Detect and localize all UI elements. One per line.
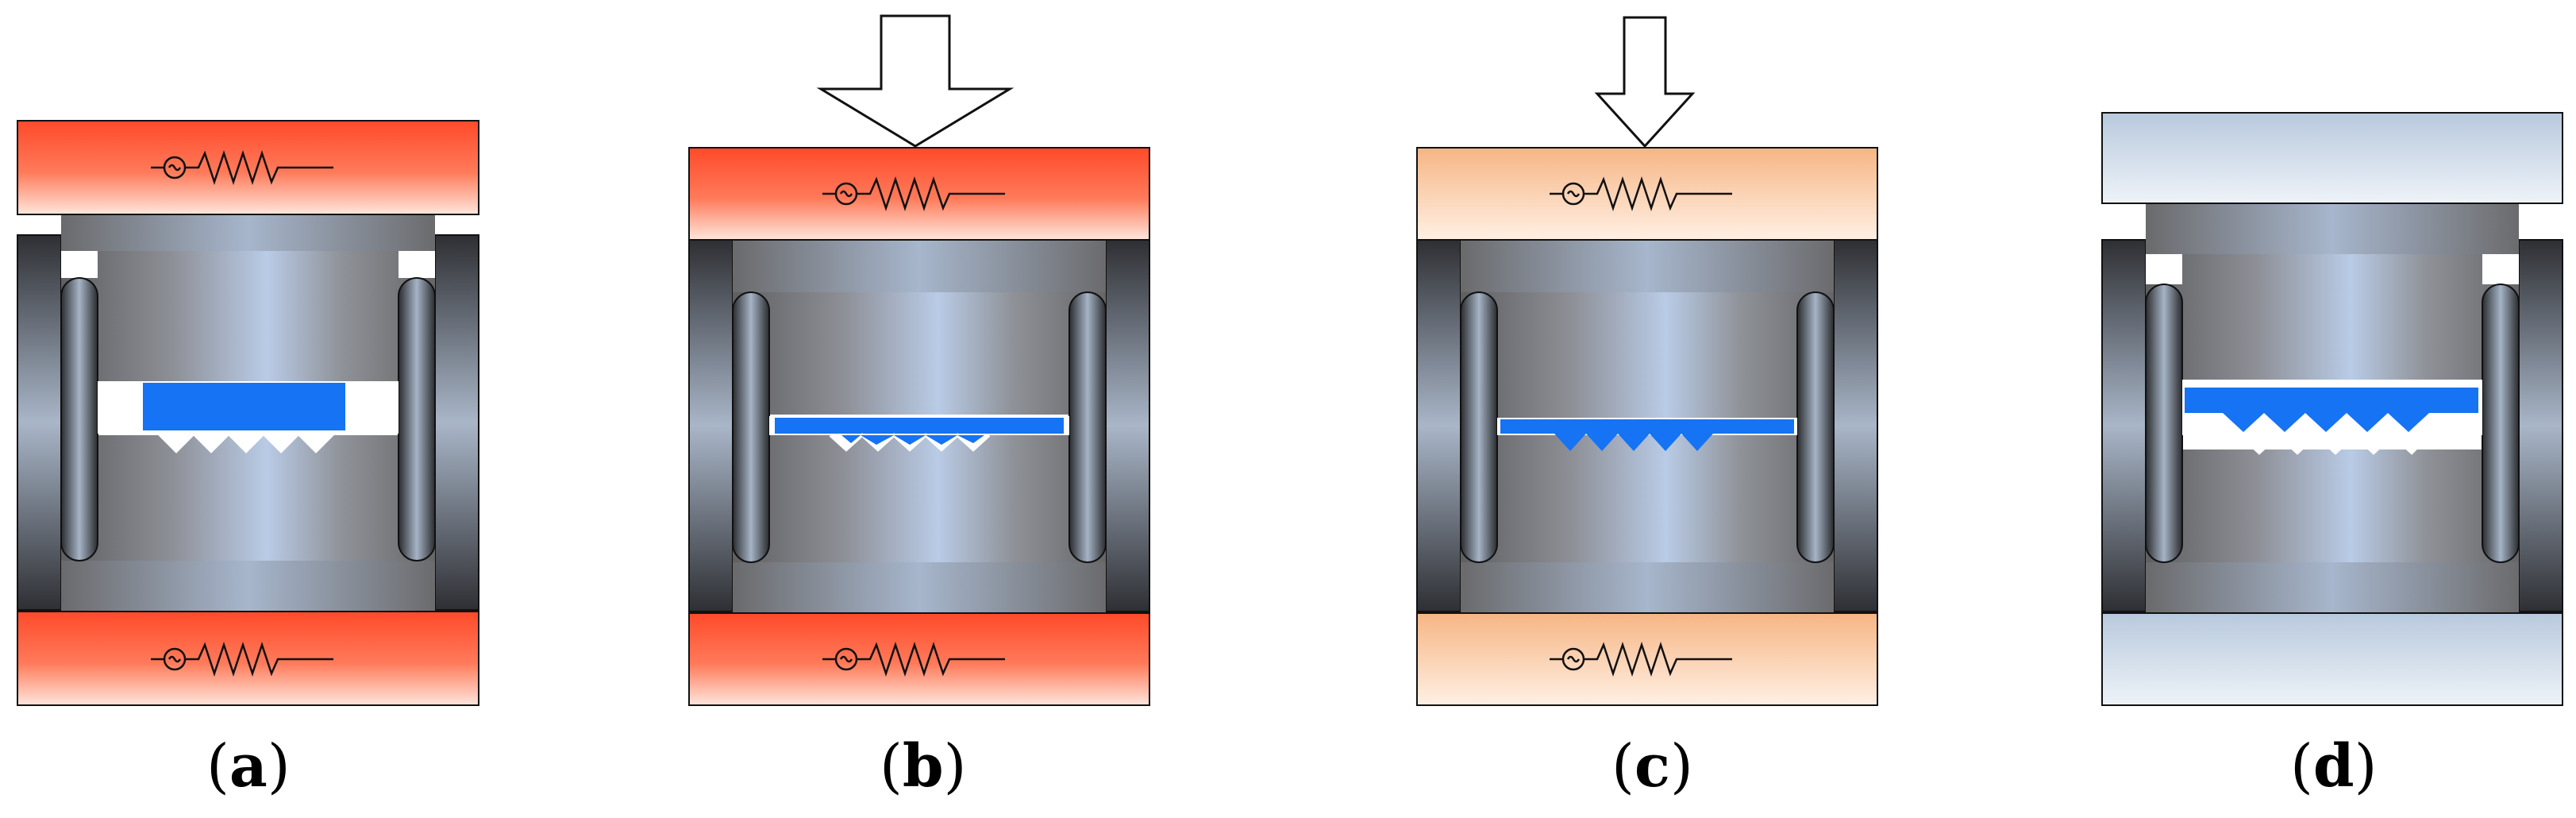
sleeve-right [1105, 239, 1150, 612]
gap-left-top [61, 251, 98, 278]
caption-d: (d) [2290, 732, 2378, 801]
caption-a: (a) [206, 732, 291, 801]
panel-a [17, 120, 479, 706]
panel-c [1416, 16, 1878, 706]
heater-symbol-bottom-icon [151, 642, 333, 677]
press-arrow-icon [816, 14, 1015, 148]
formed-teeth-icon [1554, 434, 1729, 451]
ring-right [1069, 291, 1107, 563]
caption-label-d: d [2312, 732, 2355, 801]
caption-label-c: c [1634, 732, 1670, 801]
gap-left-top [2146, 254, 2182, 284]
gap-right-top [399, 251, 435, 278]
heater-symbol-top-icon [822, 176, 1005, 211]
upper-die-cap [733, 240, 1106, 292]
panel-b [688, 14, 1150, 706]
polymer-sheet [143, 383, 345, 430]
sleeve-right [434, 234, 479, 611]
bottom-cooling-plate [2101, 612, 2563, 706]
upper-die-cap [1461, 240, 1834, 292]
upper-die-cap [61, 214, 435, 251]
sleeve-right [2518, 239, 2563, 612]
sleeve-left [688, 239, 734, 612]
ring-right [1796, 291, 1835, 563]
sheet-teeth-icon [841, 435, 984, 445]
caption-b: (b) [880, 732, 967, 801]
mold-teeth-icon [157, 431, 335, 453]
polymer-sheet [2185, 388, 2478, 413]
ring-right [2482, 284, 2520, 563]
ring-left [1460, 291, 1498, 563]
top-cooling-plate [2101, 112, 2563, 204]
caption-label-a: a [229, 732, 268, 801]
formed-teeth-icon [2223, 413, 2429, 432]
caption-label-b: b [902, 732, 944, 801]
heater-symbol-top-icon [1550, 176, 1732, 211]
panel-d [2101, 112, 2563, 706]
heater-symbol-bottom-icon [1550, 642, 1732, 677]
ring-left [60, 277, 98, 561]
sleeve-right [1833, 239, 1878, 612]
lower-die-cap [1461, 562, 1834, 613]
ring-right [398, 277, 436, 561]
upper-die-cap [2146, 203, 2519, 254]
press-arrow-icon [1594, 16, 1696, 149]
gap-right-top [2482, 254, 2519, 284]
ring-left [2145, 284, 2183, 563]
mold-teeth-icon [2239, 433, 2431, 455]
heater-symbol-top-icon [151, 150, 333, 185]
polymer-sheet [1500, 419, 1794, 434]
polymer-sheet [775, 418, 1064, 434]
ring-left [732, 291, 770, 563]
lower-die-cap [733, 562, 1106, 613]
lower-die-cap [61, 561, 435, 612]
caption-c: (c) [1611, 732, 1693, 801]
lower-die-cap [2146, 562, 2519, 613]
sleeve-left [17, 234, 62, 611]
heater-symbol-bottom-icon [822, 642, 1005, 677]
sleeve-left [1416, 239, 1461, 612]
sleeve-left [2101, 239, 2147, 612]
